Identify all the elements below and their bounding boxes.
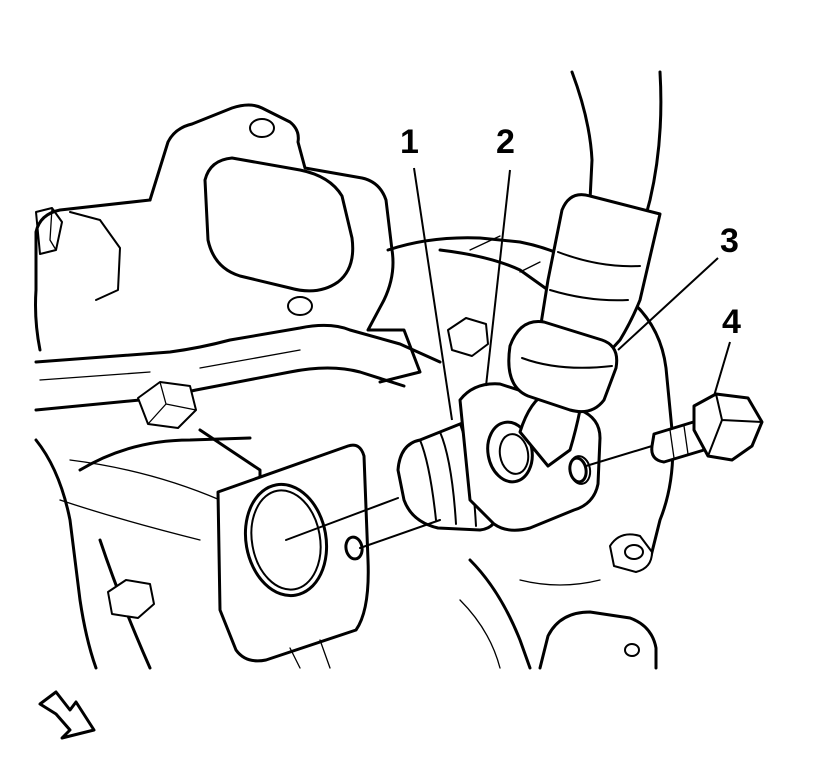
engine-casting bbox=[34, 103, 442, 670]
hose-connector bbox=[396, 382, 602, 532]
view-direction-arrow-icon bbox=[38, 690, 96, 740]
callout-4: 4 bbox=[722, 303, 741, 341]
callout-leaders bbox=[413, 167, 731, 421]
callout-1: 1 bbox=[400, 123, 419, 161]
mounting-face bbox=[216, 443, 370, 669]
callout-2: 2 bbox=[496, 123, 515, 161]
banjo-bolt bbox=[650, 392, 764, 464]
callout-3: 3 bbox=[720, 222, 739, 260]
seal-ring-large bbox=[243, 482, 329, 598]
washer-small-flange bbox=[568, 456, 588, 484]
hose bbox=[507, 70, 663, 414]
assembly-lines bbox=[285, 445, 653, 549]
seal-ring-large-inner bbox=[250, 489, 322, 591]
